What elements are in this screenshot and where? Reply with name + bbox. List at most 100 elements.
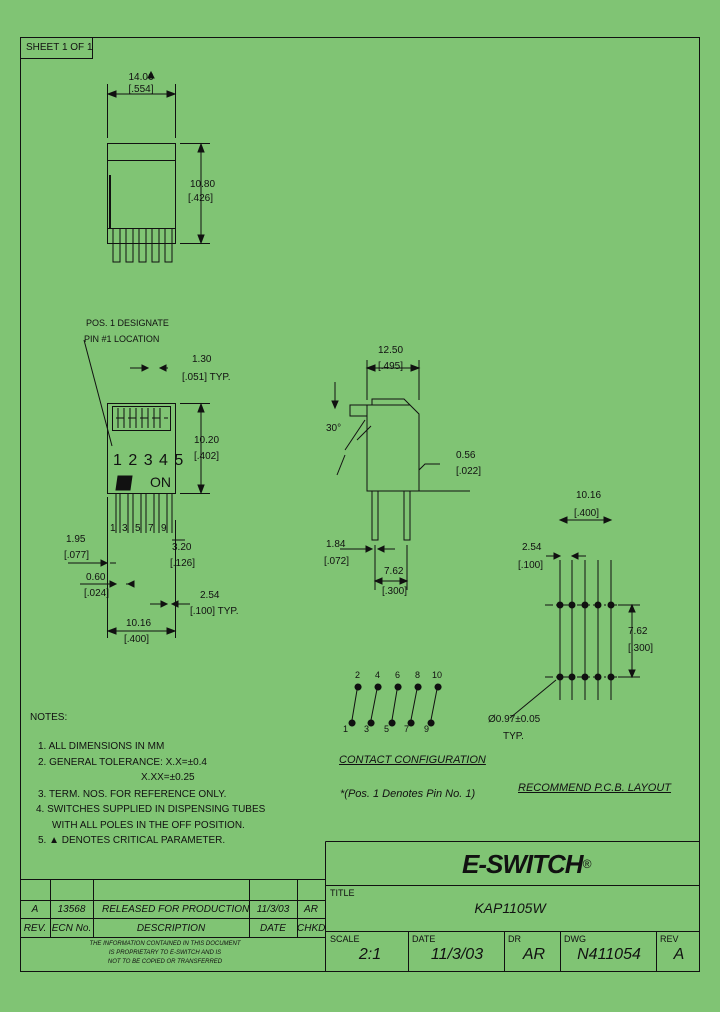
pcb-pitch-mm: 2.54 <box>522 542 542 553</box>
proprietary-line-3: NOT TO BE COPIED OR TRANSFERRED <box>107 959 223 965</box>
contact-bottom-7: 7 <box>404 724 410 734</box>
contact-bottom-3: 3 <box>364 724 370 734</box>
pcb-hole-size: Ø0.97±0.05 <box>488 714 541 725</box>
note-2b: X.XX=±0.25 <box>141 772 195 783</box>
pcb-width-mm: 10.16 <box>576 490 602 501</box>
ecn-value: 13568 <box>57 904 86 915</box>
pin-label-5: 5 <box>135 523 141 534</box>
sheet-label: SHEET 1 OF 1 <box>26 42 93 53</box>
dr-value: AR <box>522 946 546 963</box>
contact-top-10: 10 <box>432 670 443 680</box>
contact-bottom-9: 9 <box>424 724 430 734</box>
top-height-in: [.426] <box>188 193 214 204</box>
dwg-value: N411054 <box>577 946 641 963</box>
chkd-value: AR <box>304 904 318 915</box>
pitch-in: [.051] TYP. <box>182 372 231 383</box>
pcb-row-in: [.300] <box>628 643 654 654</box>
note-3: 3. TERM. NOS. FOR REFERENCE ONLY. <box>38 789 227 800</box>
date-value: 11/3/03 <box>256 904 290 915</box>
top-height-mm: 10.80 <box>190 179 216 190</box>
proprietary-line-2: IS PROPRIETARY TO E-SWITCH AND IS <box>108 950 222 956</box>
front-height-in: [.402] <box>194 451 220 462</box>
logo-text: E-SWITCH <box>462 849 584 879</box>
rev-header: REV. <box>23 923 47 934</box>
chkd-header: CHKD <box>297 923 326 934</box>
dim-1016-mm: 10.16 <box>126 618 152 629</box>
contact-diagram <box>348 683 442 727</box>
dim-195-mm: 1.95 <box>66 534 86 545</box>
side-view <box>331 360 470 590</box>
top-width-mm: 14.06 <box>128 72 154 83</box>
contact-top-4: 4 <box>375 670 381 680</box>
logo-mark: ® <box>582 857 592 871</box>
description-value: RELEASED FOR PRODUCTION <box>102 904 250 915</box>
side-offset-in: [.072] <box>324 556 350 567</box>
front-view <box>68 339 210 638</box>
on-label: ON <box>150 474 171 490</box>
pin-label-3: 3 <box>122 523 128 534</box>
side-angle: 30° <box>326 423 342 434</box>
side-row-mm: 7.62 <box>384 566 404 577</box>
side-row-in: [.300] <box>382 586 408 597</box>
side-offset-mm: 1.84 <box>326 539 346 550</box>
note-4: 4. SWITCHES SUPPLIED IN DISPENSING TUBES <box>36 804 266 815</box>
date-header: DATE <box>260 923 286 934</box>
pos-note-1: POS. 1 DESIGNATE <box>86 318 169 328</box>
side-pin-mm: 0.56 <box>456 450 476 461</box>
pcb-pitch-in: [.100] <box>518 560 544 571</box>
rev-value: A <box>31 904 39 915</box>
top-width-in: [.554] <box>128 84 154 95</box>
note-1: 1. ALL DIMENSIONS IN MM <box>38 741 165 752</box>
contact-top-6: 6 <box>395 670 401 680</box>
pin-label-9: 9 <box>161 523 167 534</box>
scale-label: SCALE <box>330 934 360 944</box>
contact-top-8: 8 <box>415 670 421 680</box>
title-block <box>325 841 700 972</box>
top-view <box>106 70 210 263</box>
pin-label-1: 1 <box>110 523 116 534</box>
pcb-caption: RECOMMEND P.C.B. LAYOUT <box>518 782 672 794</box>
dim-060-in: [.024] <box>84 588 110 599</box>
side-pin-in: [.022] <box>456 466 482 477</box>
contact-note: *(Pos. 1 Denotes Pin No. 1) <box>340 788 476 800</box>
dim-320-in: [.126] <box>170 558 196 569</box>
pcb-hole-typ: TYP. <box>503 731 524 742</box>
dim-320-mm: 3.20 <box>172 542 192 553</box>
side-width-in: [.495] <box>378 361 404 372</box>
proprietary-line-1: THE INFORMATION CONTAINED IN THIS DOCUME… <box>89 941 241 947</box>
date-block-value: 11/3/03 <box>430 946 484 963</box>
dim-060-mm: 0.60 <box>86 572 106 583</box>
contact-bottom-1: 1 <box>343 724 349 734</box>
e-switch-logo: E-SWITCH® <box>462 849 592 879</box>
dim-254-mm: 2.54 <box>200 590 220 601</box>
part-number: KAP1105W <box>474 900 546 916</box>
pcb-row-mm: 7.62 <box>628 626 648 637</box>
date-label: DATE <box>412 934 436 944</box>
pcb-width-in: [.400] <box>574 508 600 519</box>
front-height-mm: 10.20 <box>194 435 220 446</box>
revision-table <box>20 879 326 938</box>
sheet-box <box>20 37 93 59</box>
dim-1016-in: [.400] <box>124 634 150 645</box>
switch-numbers: 1 2 3 4 5 <box>113 452 185 469</box>
note-5: 5. ▲ DENOTES CRITICAL PARAMETER. <box>38 835 226 846</box>
dim-254-in: [.100] TYP. <box>190 606 239 617</box>
notes-title: NOTES: <box>30 712 68 723</box>
note-2: 2. GENERAL TOLERANCE: X.X=±0.4 <box>38 757 207 768</box>
side-width-mm: 12.50 <box>378 345 404 356</box>
dr-label: DR <box>508 934 521 944</box>
title-label: TITLE <box>330 888 355 898</box>
rev-block-value: A <box>673 946 685 963</box>
pcb-holes <box>556 601 615 681</box>
pcb-layout <box>509 516 640 719</box>
contact-top-2: 2 <box>355 670 361 680</box>
rev-block-label: REV <box>660 934 679 944</box>
pitch-mm: 1.30 <box>192 354 212 365</box>
description-header: DESCRIPTION <box>136 923 206 934</box>
ecn-header: ECN No. <box>51 923 92 934</box>
note-4b: WITH ALL POLES IN THE OFF POSITION. <box>52 820 245 831</box>
drawing-border <box>20 37 700 972</box>
contact-caption: CONTACT CONFIGURATION <box>339 754 486 766</box>
dim-195-in: [.077] <box>64 550 90 561</box>
